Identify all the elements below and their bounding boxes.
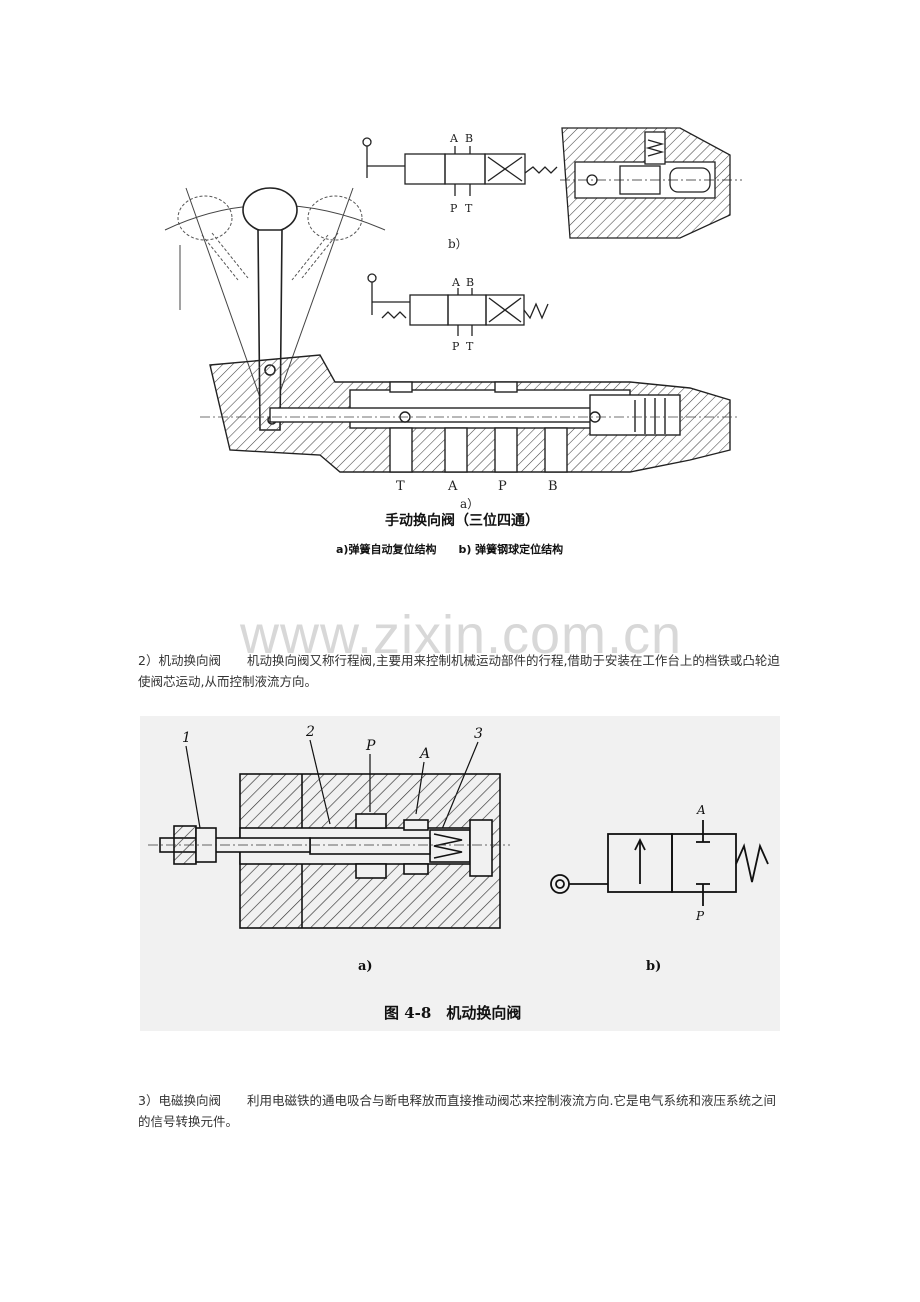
section2-paragraph: 2）机动换向阀机动换向阀又称行程阀,主要用来控制机械运动部件的行程,借助于安装在… xyxy=(138,650,788,692)
svg-text:B: B xyxy=(548,479,558,494)
figure2-caption: 图 4-8 机动换向阀 xyxy=(384,1004,521,1022)
figure1-caption: a)弹簧自动复位结构 b) 弹簧钢球定位结构 xyxy=(336,543,564,556)
section2-body: 机动换向阀又称行程阀,主要用来控制机械运动部件的行程,借助于安装在工作台上的档铁… xyxy=(138,653,780,689)
detent-detail xyxy=(560,127,742,239)
manual-valve-figure: T A P B a） A B P T b） xyxy=(164,127,742,511)
port-B-top: B xyxy=(465,132,473,145)
section3-paragraph: 3）电磁换向阀利用电磁铁的通电吸合与断电释放而直接推动阀芯来控制液流方向.它是电… xyxy=(138,1090,788,1132)
port-P-top: P xyxy=(450,202,458,215)
watermark: www.zixin.com.cn xyxy=(239,605,683,665)
symbol-port-A: A xyxy=(696,803,706,817)
svg-text:T: T xyxy=(396,479,405,494)
lever-ghosts xyxy=(177,195,363,281)
mechanical-valve-figure: 1 2 3 P A xyxy=(140,716,780,1031)
callout-3: 3 xyxy=(474,726,483,742)
port-A-mid: A xyxy=(451,276,461,289)
symbol-port-P: P xyxy=(695,909,705,923)
figure2-label-a: a) xyxy=(358,959,373,974)
label-a: a） xyxy=(460,497,479,511)
figure2-label-b: b) xyxy=(646,959,661,974)
port-T-top: T xyxy=(465,202,473,215)
svg-text:P: P xyxy=(498,479,507,494)
label-P: P xyxy=(365,738,376,754)
section3-body: 利用电磁铁的通电吸合与断电释放而直接推动阀芯来控制液流方向.它是电气系统和液压系… xyxy=(138,1093,776,1129)
label-b: b） xyxy=(448,237,468,251)
callout-2: 2 xyxy=(305,724,315,740)
valve-body xyxy=(209,354,731,473)
symbol-detent xyxy=(362,137,558,196)
section2-heading: 2）机动换向阀 xyxy=(138,653,221,668)
section3-heading: 3）电磁换向阀 xyxy=(138,1093,221,1108)
port-T-mid: T xyxy=(466,340,474,353)
svg-text:A: A xyxy=(447,479,458,494)
port-P-mid: P xyxy=(452,340,460,353)
symbol-spring-return xyxy=(367,273,549,336)
figure1-title: 手动换向阀（三位四通） xyxy=(385,513,539,529)
callout-1: 1 xyxy=(182,730,191,746)
body-port-labels: T A P B xyxy=(396,479,558,494)
port-B-mid: B xyxy=(466,276,474,289)
mechanical-valve-symbol xyxy=(550,820,769,906)
port-A-top: A xyxy=(449,132,459,145)
label-A: A xyxy=(418,746,430,762)
